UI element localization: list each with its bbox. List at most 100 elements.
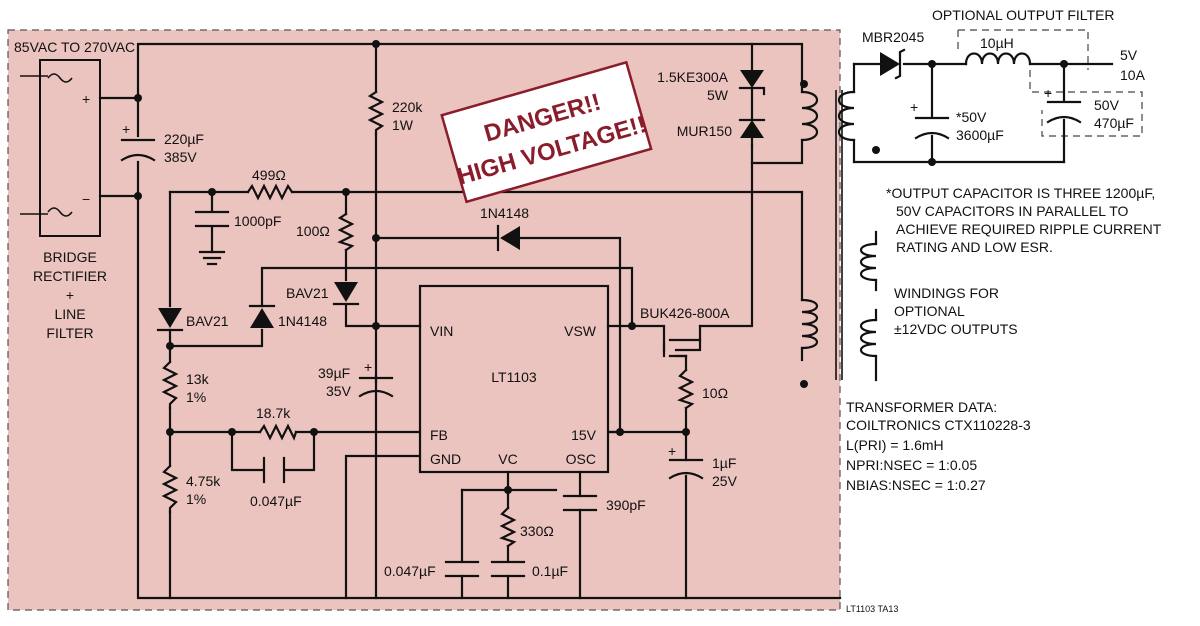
c39-value: 39µF [318,365,350,381]
svg-text:+: + [910,99,918,115]
svg-text:+: + [364,359,372,375]
windings-line-1: WINDINGS FOR [894,285,999,301]
bav21-left-label: BAV21 [186,313,229,329]
transformer-line-5: NBIAS:NSEC = 1:0.27 [846,477,986,493]
zener-1-5ke300a [738,70,766,120]
r4-75k-tol: 1% [186,491,206,507]
diode-1n4148-left [248,304,276,328]
r-13k [161,360,179,410]
bridge-plus: + [82,91,90,107]
c1u-voltage: 25V [712,473,738,489]
bulk-cap-value: 220µF [164,131,204,147]
svg-text:+: + [122,121,130,137]
lt1103-ic [418,284,610,474]
cap-filt-voltage: 50V [1094,97,1120,113]
diode-mbr2045 [880,48,906,80]
pin-15v: 15V [571,427,597,443]
r13k-value: 13k [186,371,210,387]
output-current: 10A [1120,67,1146,83]
ic-name: LT1103 [491,369,537,385]
c01u-label: 0.1µF [532,563,568,579]
note-line-4: RATING AND LOW ESR. [896,239,1053,255]
cap-01uf [490,560,526,578]
inductor-label: 10µH [980,35,1014,51]
d1n4148-top-label: 1N4148 [480,205,529,221]
r-10 [677,368,695,410]
diode-bav21-mid [332,282,360,306]
filter-title: OPTIONAL OUTPUT FILTER [932,7,1115,23]
c1000p-label: 1000pF [234,213,281,229]
bridge-label-1: BRIDGE [43,249,97,265]
r-4-75k [161,464,179,514]
r499-label: 499Ω [252,167,286,183]
r220k-power: 1W [392,117,414,133]
transformer-line-3: L(PRI) = 1.6mH [846,437,944,453]
r-220k [367,90,385,136]
r330-label: 330Ω [520,523,554,539]
cap-047-vc [444,560,480,578]
c39-voltage: 35V [326,383,352,399]
r-18-7k [258,423,298,441]
bridge-label-4: LINE [54,306,85,322]
r10-label: 10Ω [702,385,728,401]
output-cap-3600uf: + [910,99,950,140]
c047-vc-label: 0.047µF [384,563,436,579]
transformer-line-2: COILTRONICS CTX110228-3 [846,417,1031,433]
zener-label: 1.5KE300A [657,69,728,85]
r-330 [499,506,517,548]
cap-filt-value: 470µF [1094,115,1134,131]
bridge-label-3: + [66,287,74,303]
transformer-primary [800,80,843,388]
pin-vin: VIN [430,323,453,339]
bulk-capacitor: + [120,121,156,162]
pin-vc: VC [498,451,517,467]
bav21-mid-label: BAV21 [286,285,329,301]
mosfet-label: BUK426-800A [640,305,730,321]
windings-line-2: OPTIONAL [894,303,965,319]
bridge-rectifier [39,59,101,237]
cap-39uf: + [358,359,394,398]
r-499 [246,183,294,201]
cap-main-value: 3600µF [956,127,1004,143]
diode-1n4148-top [496,224,520,252]
output-voltage: 5V [1120,47,1138,63]
input-voltage-label: 85VAC TO 270VAC [14,39,135,55]
r-100 [337,212,355,252]
diode-mur150 [738,118,766,148]
pin-vsw: VSW [564,323,597,339]
c047-fb-label: 0.047µF [250,493,302,509]
svg-text:+: + [1044,85,1052,101]
transformer-line-4: NPRI:NSEC = 1:0.05 [846,457,977,473]
transformer-secondary [837,62,880,164]
optional-windings [859,230,878,382]
cap-main-voltage: *50V [956,109,987,125]
note-line-2: 50V CAPACITORS IN PARALLEL TO [896,203,1128,219]
c390p-label: 390pF [606,497,646,513]
cap-1000pf [194,210,230,228]
r4-75k-value: 4.75k [186,473,221,489]
r18-7k-label: 18.7k [256,405,291,421]
diode-bav21-left [156,308,184,332]
note-line-3: ACHIEVE REQUIRED RIPPLE CURRENT [896,221,1162,237]
r100-label: 100Ω [296,223,330,239]
bridge-label-2: RECTIFIER [33,268,107,284]
transformer-line-1: TRANSFORMER DATA: [846,399,997,415]
windings-line-3: ±12VDC OUTPUTS [894,321,1018,337]
optional-filter-box [958,29,1089,70]
high-voltage-area [7,29,841,611]
pin-fb: FB [430,427,448,443]
bridge-minus: − [82,191,90,207]
bridge-label-5: FILTER [46,325,93,341]
cap-390pf [562,494,598,512]
figure-id: LT1103 TA13 [846,604,898,614]
mbr2045-label: MBR2045 [862,29,924,45]
mosfet-buk426 [662,338,702,358]
filter-cap-470uf: + [1044,85,1082,124]
cap-047-fb [262,456,286,484]
note-line-1: *OUTPUT CAPACITOR IS THREE 1200µF, [886,185,1155,201]
r13k-tol: 1% [186,389,206,405]
pin-osc: OSC [566,451,596,467]
pin-gnd: GND [430,451,461,467]
svg-text:+: + [668,443,676,459]
c1u-value: 1µF [712,455,736,471]
